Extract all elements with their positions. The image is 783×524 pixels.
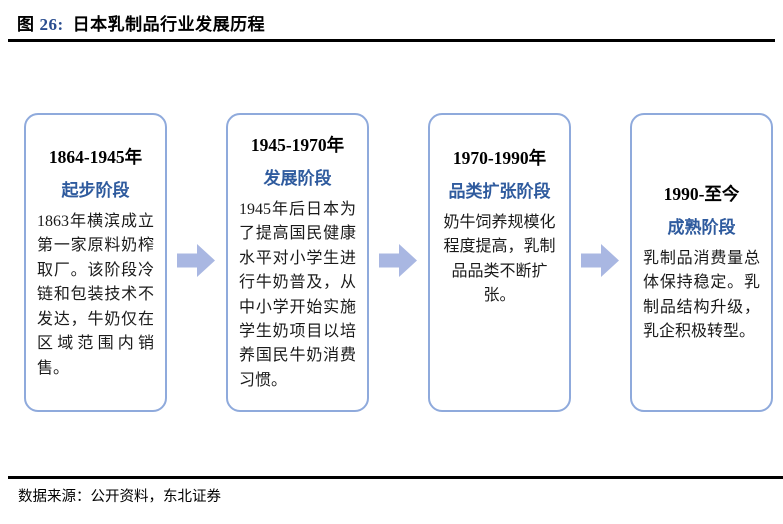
source-note: 数据来源：公开资料，东北证券 — [18, 489, 221, 505]
figure-title-text: 日本乳制品行业发展历程 — [72, 15, 266, 34]
stage-period: 1970-1990年 — [452, 148, 547, 168]
stage-name-label: 发展阶段 — [263, 168, 332, 188]
stage-period: 1864-1945年 — [48, 146, 143, 167]
stage-description: 1945年后日本为了提高国民健康水平对小学生进行牛奶普及，从中小学开始实施学生奶… — [239, 200, 356, 389]
right-arrow-icon — [379, 244, 417, 277]
stage-period: 1945-1970年 — [250, 134, 345, 155]
footer-divider — [8, 476, 783, 479]
stage-description: 乳制品消费量总体保持稳定。乳制品结构升级，乳企积极转型。 — [643, 249, 760, 340]
stage-name-label: 起步阶段 — [61, 180, 130, 200]
stage-period: 1990-至今 — [663, 183, 740, 204]
stage-name-label: 品类扩张阶段 — [448, 182, 551, 201]
stage-box-2: 1945-1970年 发展阶段 1945年后日本为了提高国民健康水平对小学生进行… — [226, 113, 369, 412]
figure-number: 26: — [39, 15, 64, 34]
stage-name-label: 成熟阶段 — [667, 217, 736, 237]
right-arrow-icon — [581, 244, 619, 277]
figure-label: 图 — [17, 15, 35, 34]
stage-description: 1863年横滨成立第一家原料奶榨取厂。该阶段冷链和包装技术不发达，牛奶仅在区域范… — [37, 212, 154, 377]
title-divider — [8, 39, 775, 42]
right-arrow-icon — [177, 244, 215, 277]
stage-box-1: 1864-1945年 起步阶段 1863年横滨成立第一家原料奶榨取厂。该阶段冷链… — [24, 113, 167, 412]
stage-box-4: 1990-至今 成熟阶段 乳制品消费量总体保持稳定。乳制品结构升级，乳企积极转型… — [630, 113, 773, 412]
stage-box-3: 1970-1990年 品类扩张阶段 奶牛饲养规模化程度提高，乳制品品类不断扩张。 — [428, 113, 571, 412]
stage-description: 奶牛饲养规模化程度提高，乳制品品类不断扩张。 — [443, 214, 556, 305]
